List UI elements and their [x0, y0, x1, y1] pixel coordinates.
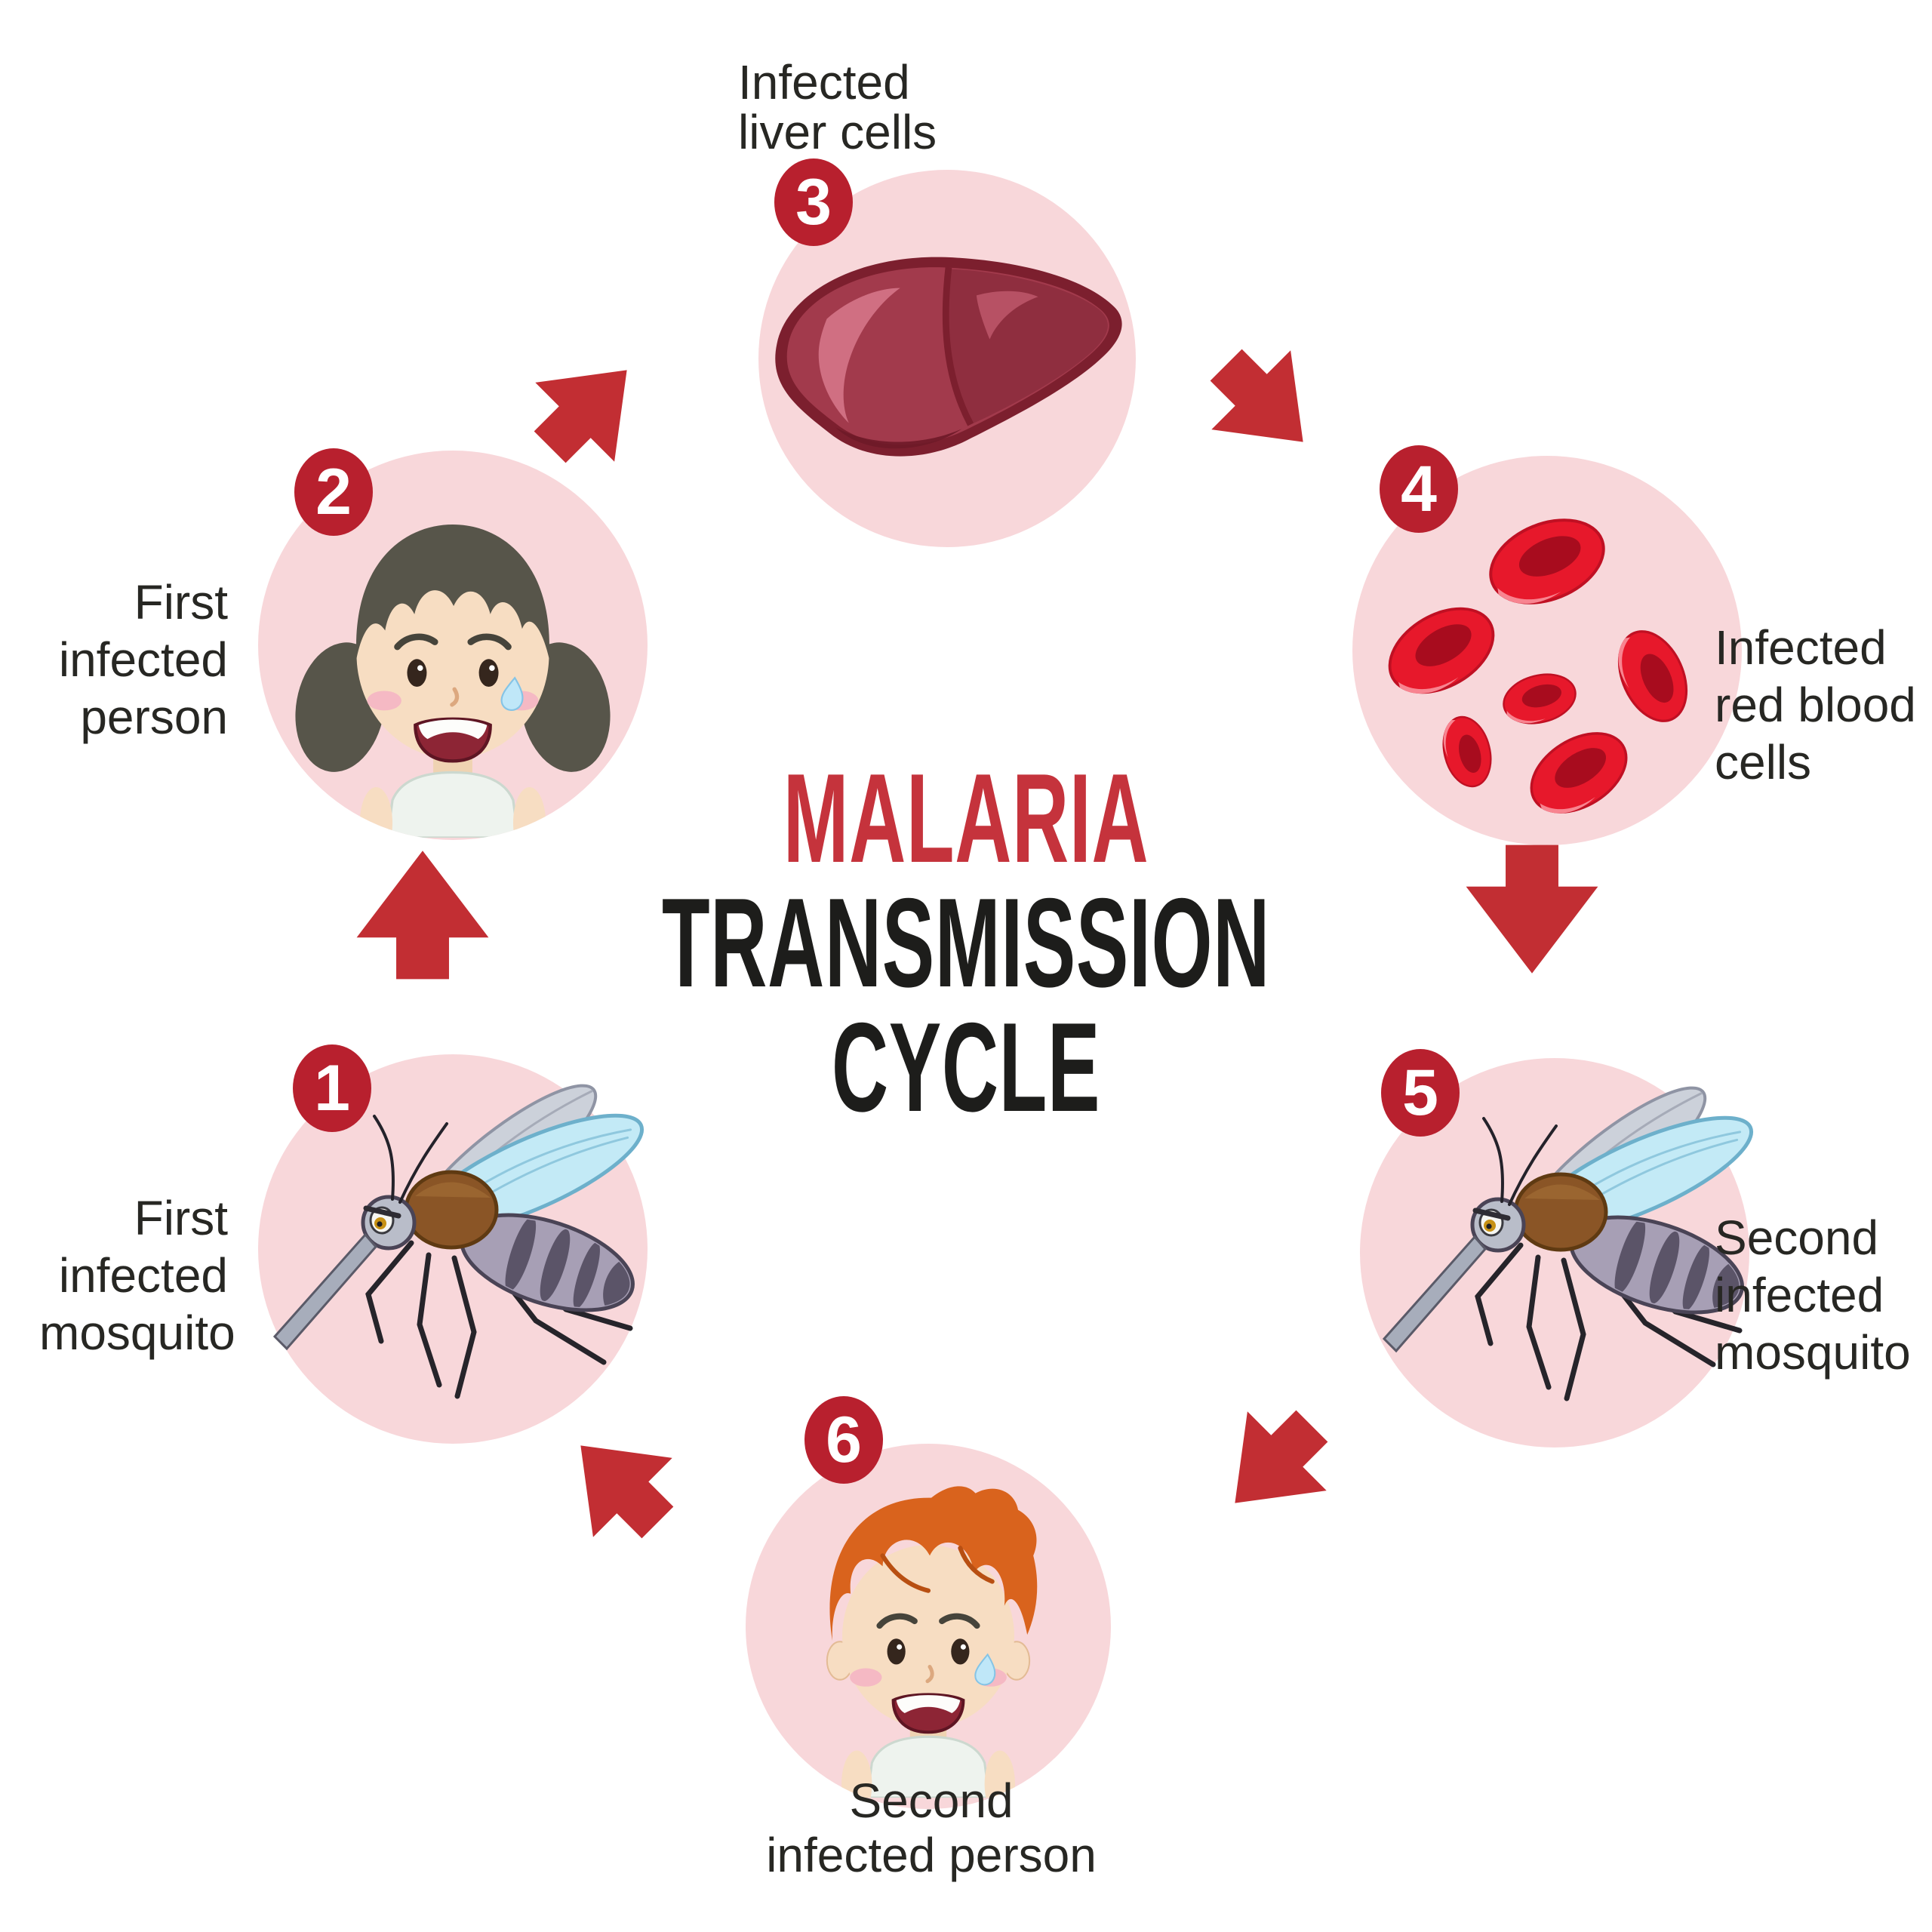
step3-badge: 3 [774, 158, 853, 246]
step4-number: 4 [1401, 452, 1437, 525]
step2-illustration-clip [258, 451, 648, 840]
step2-label: First infected person [39, 574, 228, 746]
mosquito-icon [272, 1084, 645, 1399]
step1-number: 1 [314, 1051, 350, 1124]
arrow-step6-to-step1-icon [535, 1400, 702, 1567]
step1-label-line: infected [58, 1248, 228, 1303]
step5-label-line: mosquito [1715, 1325, 1911, 1380]
step5-number: 5 [1402, 1056, 1438, 1129]
step2-label-line: First [134, 575, 228, 629]
step4-badge: 4 [1380, 445, 1458, 533]
step3-label-line: liver cells [738, 105, 937, 159]
title-cycle: CYCLE [831, 996, 1101, 1138]
step6-label: Second infected person [705, 1774, 1158, 1882]
mosquito-icon [1382, 1086, 1754, 1401]
step1-label-line: mosquito [39, 1306, 235, 1360]
step2-badge: 2 [294, 448, 373, 536]
step2-number: 2 [315, 455, 352, 528]
arrow-step5-to-step6-icon [1189, 1383, 1356, 1549]
step6-circle [746, 1444, 1111, 1809]
step4-label-line: Infected [1715, 620, 1887, 675]
step2-label-line: infected [58, 632, 228, 687]
step3-label-line: Infected [738, 55, 910, 109]
step3-number: 3 [795, 165, 832, 238]
step4-label-line: red blood [1715, 678, 1916, 732]
arrow-step1-to-step2-icon [353, 844, 492, 983]
arrow-step2-to-step3-icon [506, 325, 673, 491]
title-malaria: MALARIA [783, 747, 1149, 889]
sick-girl-icon [295, 524, 611, 838]
arrow-step4-to-step5-icon [1463, 841, 1601, 980]
arrow-step3-to-step4-icon [1183, 321, 1349, 488]
liver-icon [775, 257, 1122, 457]
step1-label: First infected mosquito [39, 1189, 235, 1361]
step1-label-line: First [134, 1191, 228, 1245]
step6-number: 6 [826, 1403, 862, 1476]
step6-label-line: infected person [766, 1828, 1097, 1882]
step1-badge: 1 [293, 1044, 371, 1132]
step5-label-line: infected [1715, 1268, 1884, 1322]
step5-label-line: Second [1715, 1211, 1879, 1265]
step4-label-line: cells [1715, 735, 1812, 789]
step6-label-line: Second [849, 1774, 1014, 1828]
step5-label: Second infected mosquito [1715, 1209, 1930, 1381]
step5-badge: 5 [1381, 1049, 1460, 1137]
step3-label: Infected liver cells [738, 57, 1055, 157]
title-transmission: TRANSMISSION [661, 872, 1271, 1014]
sick-boy-icon [826, 1486, 1038, 1798]
step6-badge: 6 [804, 1396, 883, 1484]
step4-label: Infected red blood cells [1715, 619, 1930, 791]
step2-label-line: person [80, 690, 228, 744]
